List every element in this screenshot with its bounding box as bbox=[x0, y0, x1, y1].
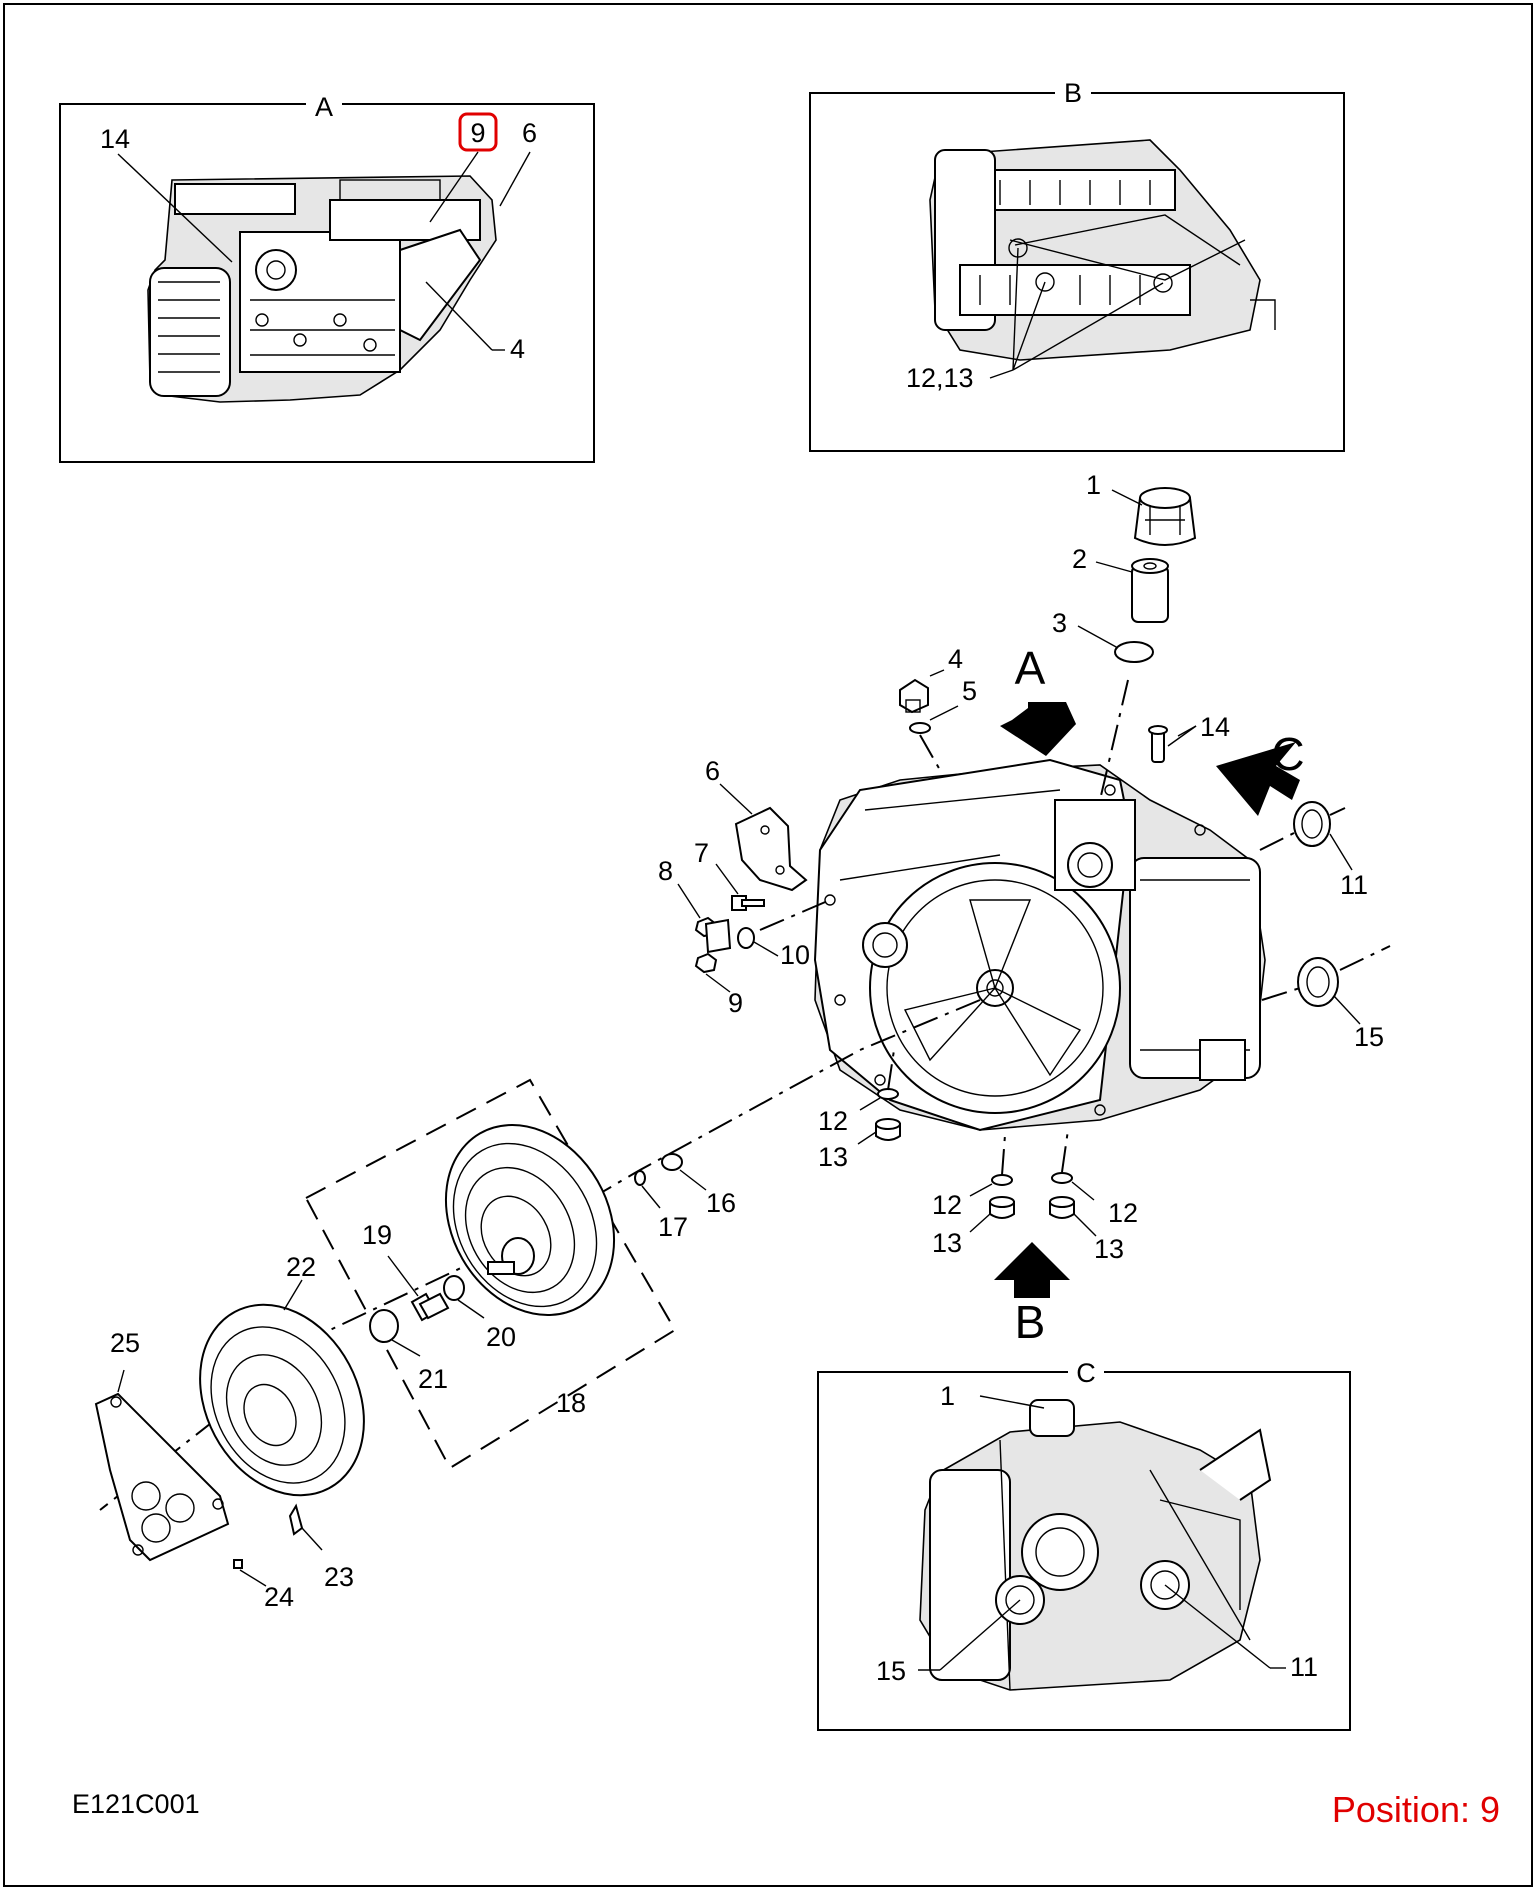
part-12-13-group-a bbox=[875, 1088, 901, 1141]
callout-6: 6 bbox=[705, 756, 720, 786]
view-arrow-a bbox=[1000, 702, 1076, 756]
part-25-plate bbox=[94, 1392, 230, 1562]
callout-24: 24 bbox=[264, 1582, 294, 1612]
callout-13-c: 13 bbox=[1094, 1234, 1124, 1264]
view-c-leader-15 bbox=[939, 1599, 1021, 1671]
part-12-13-group-c bbox=[1049, 1172, 1075, 1219]
part-16-ring bbox=[661, 1153, 683, 1171]
callout-14: 14 bbox=[1200, 712, 1230, 742]
part-4-sensor bbox=[899, 678, 929, 714]
view-b-panel: B 12,13 bbox=[809, 78, 1345, 452]
view-a-panel: A 14 bbox=[59, 90, 595, 463]
part-21-ring bbox=[369, 1309, 399, 1343]
view-b-title: B bbox=[1064, 78, 1082, 108]
view-a-leader-9 bbox=[429, 151, 479, 223]
part-3-o-ring bbox=[1114, 641, 1154, 663]
callout-7: 7 bbox=[694, 838, 709, 868]
callout-10: 10 bbox=[780, 940, 810, 970]
view-arrow-a-label: A bbox=[1015, 642, 1046, 694]
part-14-bolts bbox=[1148, 725, 1168, 763]
view-a-callout-4: 4 bbox=[510, 334, 525, 364]
part-5-seal bbox=[909, 722, 931, 734]
callout-12-b: 12 bbox=[932, 1190, 962, 1220]
highlight-ring-9 bbox=[458, 112, 498, 152]
view-c-leader-11 bbox=[1164, 1584, 1271, 1669]
callout-20: 20 bbox=[486, 1322, 516, 1352]
part-11-seal bbox=[1293, 801, 1331, 847]
view-b-transmission-drawing bbox=[929, 139, 1276, 361]
callout-22: 22 bbox=[286, 1252, 316, 1282]
view-b-leader-a bbox=[1012, 247, 1019, 371]
callout-12-c: 12 bbox=[1108, 1198, 1138, 1228]
view-a-callout-14: 14 bbox=[100, 124, 130, 154]
view-a-leader-6 bbox=[499, 151, 531, 207]
part-1-filter-cap bbox=[1133, 487, 1197, 546]
callout-12-a: 12 bbox=[818, 1106, 848, 1136]
callout-13-b: 13 bbox=[932, 1228, 962, 1258]
view-c-callout-15: 15 bbox=[876, 1656, 906, 1686]
callout-3: 3 bbox=[1052, 608, 1067, 638]
part-6-bracket bbox=[734, 806, 808, 892]
callout-25: 25 bbox=[110, 1328, 140, 1358]
callout-13-a: 13 bbox=[818, 1142, 848, 1172]
callout-23: 23 bbox=[324, 1562, 354, 1592]
callout-15: 15 bbox=[1354, 1022, 1384, 1052]
callout-9: 9 bbox=[728, 988, 743, 1018]
diagram-code: E121C001 bbox=[72, 1789, 200, 1819]
torque-converter-drawing bbox=[444, 1124, 616, 1316]
view-c-transmission-drawing bbox=[919, 1399, 1272, 1691]
callout-17: 17 bbox=[658, 1212, 688, 1242]
view-arrow-c-label: C bbox=[1271, 728, 1304, 780]
view-arrow-c bbox=[1216, 742, 1300, 816]
part-8-nut bbox=[694, 916, 732, 954]
main-transmission-drawing bbox=[813, 758, 1266, 1132]
view-c-leader-1 bbox=[979, 1395, 1045, 1409]
callout-19: 19 bbox=[362, 1220, 392, 1250]
view-a-transmission-drawing bbox=[147, 175, 497, 403]
view-a-title: A bbox=[315, 92, 333, 122]
callout-1: 1 bbox=[1086, 470, 1101, 500]
part-15-seal bbox=[1297, 957, 1339, 1007]
view-a-callout-6: 6 bbox=[522, 118, 537, 148]
view-c-callout-11: 11 bbox=[1290, 1652, 1318, 1682]
part-7-stud bbox=[731, 895, 765, 911]
callout-16: 16 bbox=[706, 1188, 736, 1218]
callout-5: 5 bbox=[962, 676, 977, 706]
page-frame bbox=[3, 3, 1533, 1887]
part-10-washer bbox=[737, 927, 755, 949]
callout-21: 21 bbox=[418, 1364, 448, 1394]
callout-8: 8 bbox=[658, 856, 673, 886]
view-arrow-b bbox=[994, 1242, 1070, 1298]
view-a-leader-14 bbox=[117, 153, 233, 263]
callout-4: 4 bbox=[948, 644, 963, 674]
part-17-clip bbox=[634, 1170, 646, 1186]
part-22-flexplate bbox=[199, 1303, 365, 1497]
view-arrow-b-label: B bbox=[1015, 1296, 1046, 1348]
part-20-o-ring bbox=[443, 1275, 465, 1301]
view-c-panel: C 1 15 11 bbox=[817, 1358, 1351, 1731]
view-c-title: C bbox=[1076, 1358, 1096, 1388]
view-b-callout-12-13: 12,13 bbox=[906, 363, 974, 393]
main-side-cover bbox=[1129, 857, 1261, 1079]
part-19-shaft bbox=[410, 1292, 450, 1322]
part-23-clip bbox=[288, 1503, 304, 1536]
callout-18: 18 bbox=[556, 1388, 586, 1418]
view-a-callout-9: 9 bbox=[470, 118, 485, 148]
position-indicator: Position: 9 bbox=[1332, 1789, 1500, 1830]
callout-11: 11 bbox=[1340, 870, 1368, 900]
part-9-bolt bbox=[694, 952, 718, 974]
callout-2: 2 bbox=[1072, 544, 1087, 574]
part-24-bolt bbox=[233, 1559, 243, 1569]
view-a-leader-4 bbox=[425, 281, 493, 351]
view-c-callout-1: 1 bbox=[940, 1381, 955, 1411]
part-2-filter bbox=[1131, 558, 1169, 623]
part-12-13-group-b bbox=[989, 1174, 1015, 1219]
